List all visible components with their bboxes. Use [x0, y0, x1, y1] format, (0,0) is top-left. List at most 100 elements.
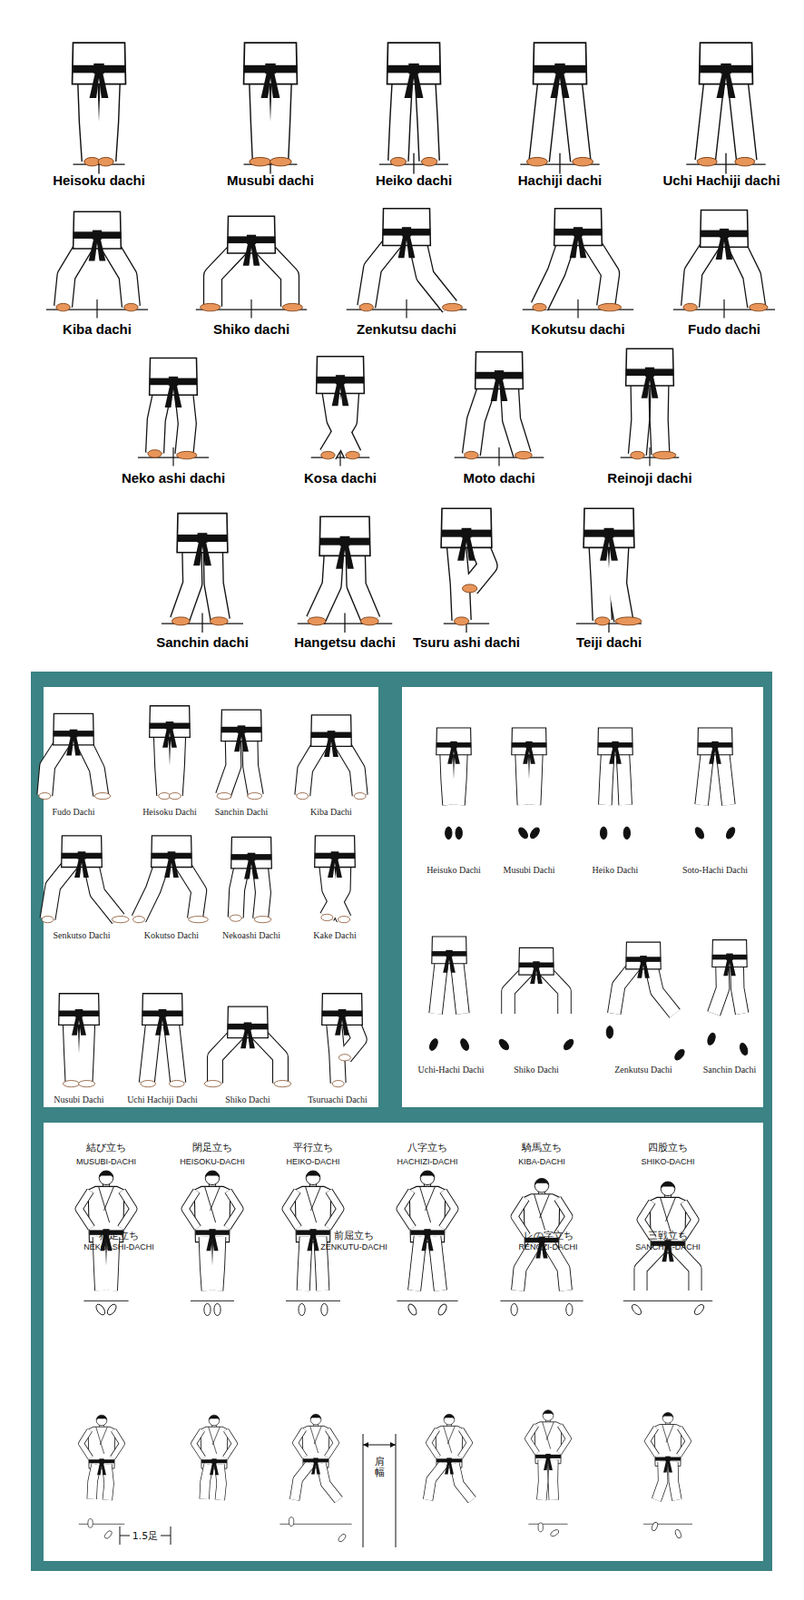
- leg-outline: [223, 734, 235, 795]
- belt-tail: [637, 960, 644, 979]
- belt-tail: [261, 70, 272, 98]
- foot: [133, 916, 146, 923]
- leg: [107, 241, 131, 307]
- leg-outline: [714, 960, 724, 1014]
- leg: [640, 1247, 661, 1291]
- stance-figure: [379, 42, 449, 174]
- stance-figure: [194, 1414, 236, 1501]
- belt: [655, 1457, 681, 1461]
- jacket-torso: [200, 1426, 228, 1469]
- leg-outline: [605, 749, 608, 805]
- leg-outline: [736, 960, 743, 1014]
- foot: [247, 793, 263, 800]
- foot: [41, 916, 54, 923]
- leg: [570, 75, 580, 161]
- belt-tail: [172, 383, 182, 408]
- center-tick: [558, 153, 560, 175]
- belt-tail: [80, 857, 89, 878]
- jacket: [699, 42, 754, 85]
- jacket: [227, 215, 276, 254]
- leg: [204, 1464, 209, 1500]
- romaji-name: MUSUBI-DACHI: [76, 1156, 137, 1167]
- japanese-name: レの字立ち: [523, 1228, 574, 1243]
- stance-figure: [137, 358, 209, 467]
- jacket: [149, 358, 198, 396]
- jacket: [151, 835, 193, 868]
- leg: [249, 734, 255, 795]
- ground-line: [623, 1300, 713, 1302]
- leg-outline: [219, 1464, 222, 1501]
- leg: [434, 1236, 442, 1291]
- leg-outline: [736, 75, 746, 161]
- stance-figure: [673, 210, 775, 319]
- hair: [534, 1177, 550, 1186]
- belt-tail: [315, 1460, 321, 1474]
- jacket: [142, 993, 184, 1026]
- foot: [254, 916, 272, 923]
- belt-tail: [240, 731, 249, 752]
- stance-name: Fudo Dachi: [52, 806, 96, 817]
- stance-figure: [428, 936, 471, 1052]
- belt-tail: [66, 735, 75, 755]
- foot: [515, 451, 533, 460]
- belt-knot: [75, 1009, 84, 1018]
- leg: [543, 969, 565, 1014]
- foot: [390, 156, 406, 167]
- leg: [446, 749, 450, 805]
- leg: [48, 860, 74, 919]
- leg-outline: [705, 75, 715, 161]
- lapel: [212, 1426, 220, 1445]
- stance-figure: [497, 947, 576, 1051]
- stance-figure: [72, 42, 127, 174]
- romaji-name: HEISOKU-DACHI: [179, 1156, 246, 1167]
- leg-outline: [543, 969, 565, 1014]
- footprint: [705, 1031, 717, 1046]
- arm: [678, 1427, 688, 1456]
- arm: [327, 1190, 341, 1228]
- belt-tail: [599, 535, 610, 561]
- belt-knot: [168, 376, 178, 386]
- jacket-torso: [534, 1421, 562, 1464]
- stance-name: Neko ashi dachi: [121, 470, 226, 486]
- leg-outline: [521, 749, 524, 805]
- ground-line: [396, 1300, 458, 1302]
- leg-outline: [107, 241, 131, 307]
- foot: [464, 451, 479, 460]
- leg: [147, 1018, 155, 1083]
- jacket: [72, 42, 127, 85]
- belt-knot: [208, 1228, 216, 1236]
- leg: [414, 1236, 422, 1291]
- lapel: [447, 1425, 455, 1444]
- stance-figure: [436, 727, 471, 840]
- stance-figure: [686, 42, 765, 174]
- belt-tail: [339, 382, 349, 406]
- leg-outline: [63, 241, 88, 307]
- lapel: [666, 1196, 677, 1221]
- ground-line: [83, 1300, 128, 1302]
- center-tick: [412, 153, 414, 175]
- center-tick: [498, 447, 500, 466]
- leg: [598, 539, 603, 620]
- ground-line: [643, 1523, 693, 1525]
- leg: [355, 547, 372, 620]
- belt-tail: [426, 1234, 433, 1252]
- hair: [420, 1170, 435, 1178]
- jacket: [221, 709, 263, 742]
- leg-outline: [640, 1247, 661, 1291]
- foot: [630, 451, 645, 460]
- jacket: [387, 42, 442, 85]
- belt-tail: [98, 70, 108, 98]
- jacket: [519, 947, 554, 975]
- belt-tail: [641, 373, 651, 398]
- belt-knot: [340, 536, 351, 547]
- stance-figure: [297, 516, 393, 633]
- leg-outline: [249, 734, 255, 795]
- leg-outline: [161, 730, 166, 795]
- leg-outline: [81, 738, 101, 796]
- jacket: [475, 352, 524, 390]
- stance-name: Tsuruachi Dachi: [307, 1094, 368, 1105]
- leg-outline: [261, 245, 290, 307]
- leg: [303, 1236, 306, 1291]
- jacket-torso: [654, 1424, 682, 1467]
